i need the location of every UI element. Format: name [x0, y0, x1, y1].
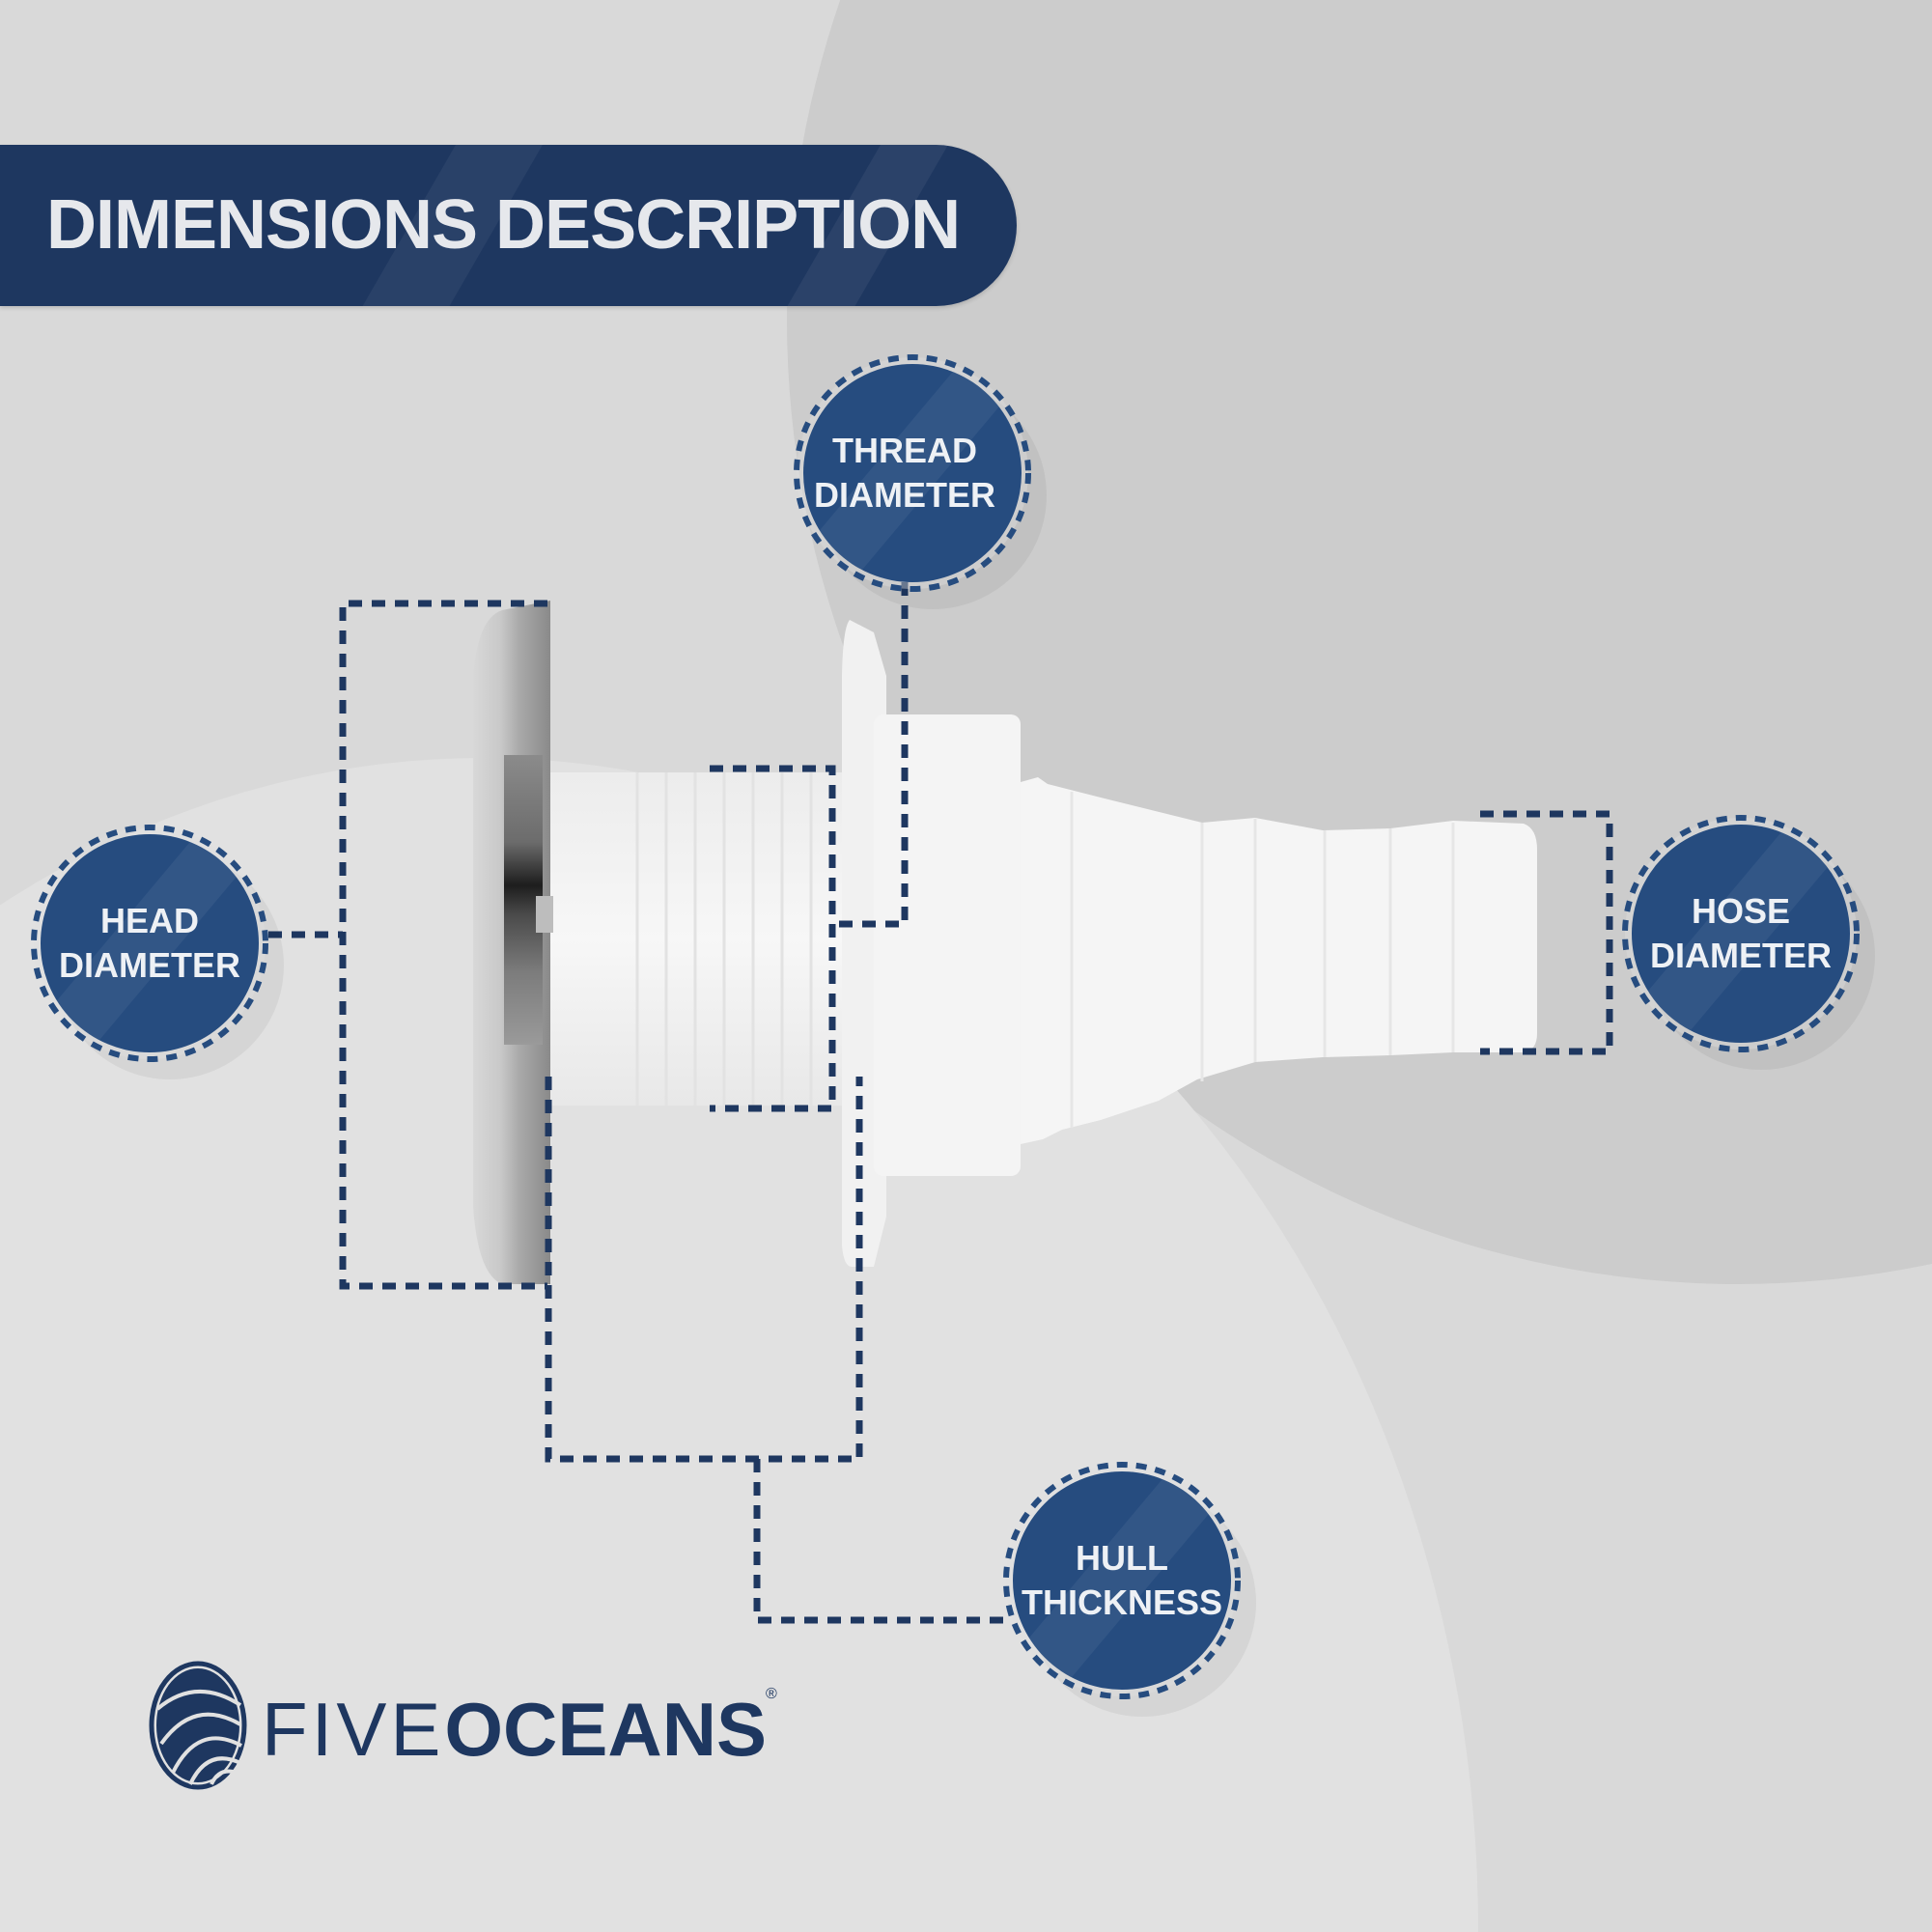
page-title: DIMENSIONS DESCRIPTION: [46, 186, 961, 264]
stainless-flange: [473, 601, 553, 1284]
brand-name-light: FIVE: [262, 1687, 445, 1772]
wave-globe-icon: [149, 1661, 247, 1790]
hull-thickness-bracket: [545, 1077, 863, 1463]
label-hull-line2: THICKNESS: [1021, 1582, 1223, 1622]
head-diameter-bracket: [339, 600, 547, 1290]
label-head-line2: DIAMETER: [59, 945, 240, 985]
nut: [874, 714, 1021, 1176]
label-hose-line2: DIAMETER: [1650, 936, 1832, 975]
brand-logo: FIVEOCEANS ®: [148, 1659, 777, 1794]
label-thread-line1: THREAD: [832, 431, 977, 470]
thread-diameter-badge: THREAD DIAMETER: [792, 352, 1047, 609]
hose-diameter-badge: HOSE DIAMETER: [1620, 813, 1875, 1070]
registered-mark: ®: [766, 1686, 777, 1702]
hull-thickness-leader: [753, 1459, 1004, 1624]
label-hose-line1: HOSE: [1691, 891, 1791, 931]
label-head-line1: HEAD: [99, 901, 199, 940]
brand-wordmark: FIVEOCEANS: [262, 1686, 767, 1773]
label-thread-line2: DIAMETER: [814, 475, 995, 515]
head-diameter-badge: HEAD DIAMETER: [29, 823, 284, 1079]
title-banner: DIMENSIONS DESCRIPTION: [0, 145, 1017, 306]
label-hull-line1: HULL: [1076, 1538, 1168, 1578]
threaded-body: [546, 772, 846, 1106]
hose-barb: [1021, 777, 1537, 1144]
brand-name-bold: OCEANS: [444, 1687, 768, 1772]
hull-thickness-badge: HULL THICKNESS: [1001, 1460, 1256, 1717]
